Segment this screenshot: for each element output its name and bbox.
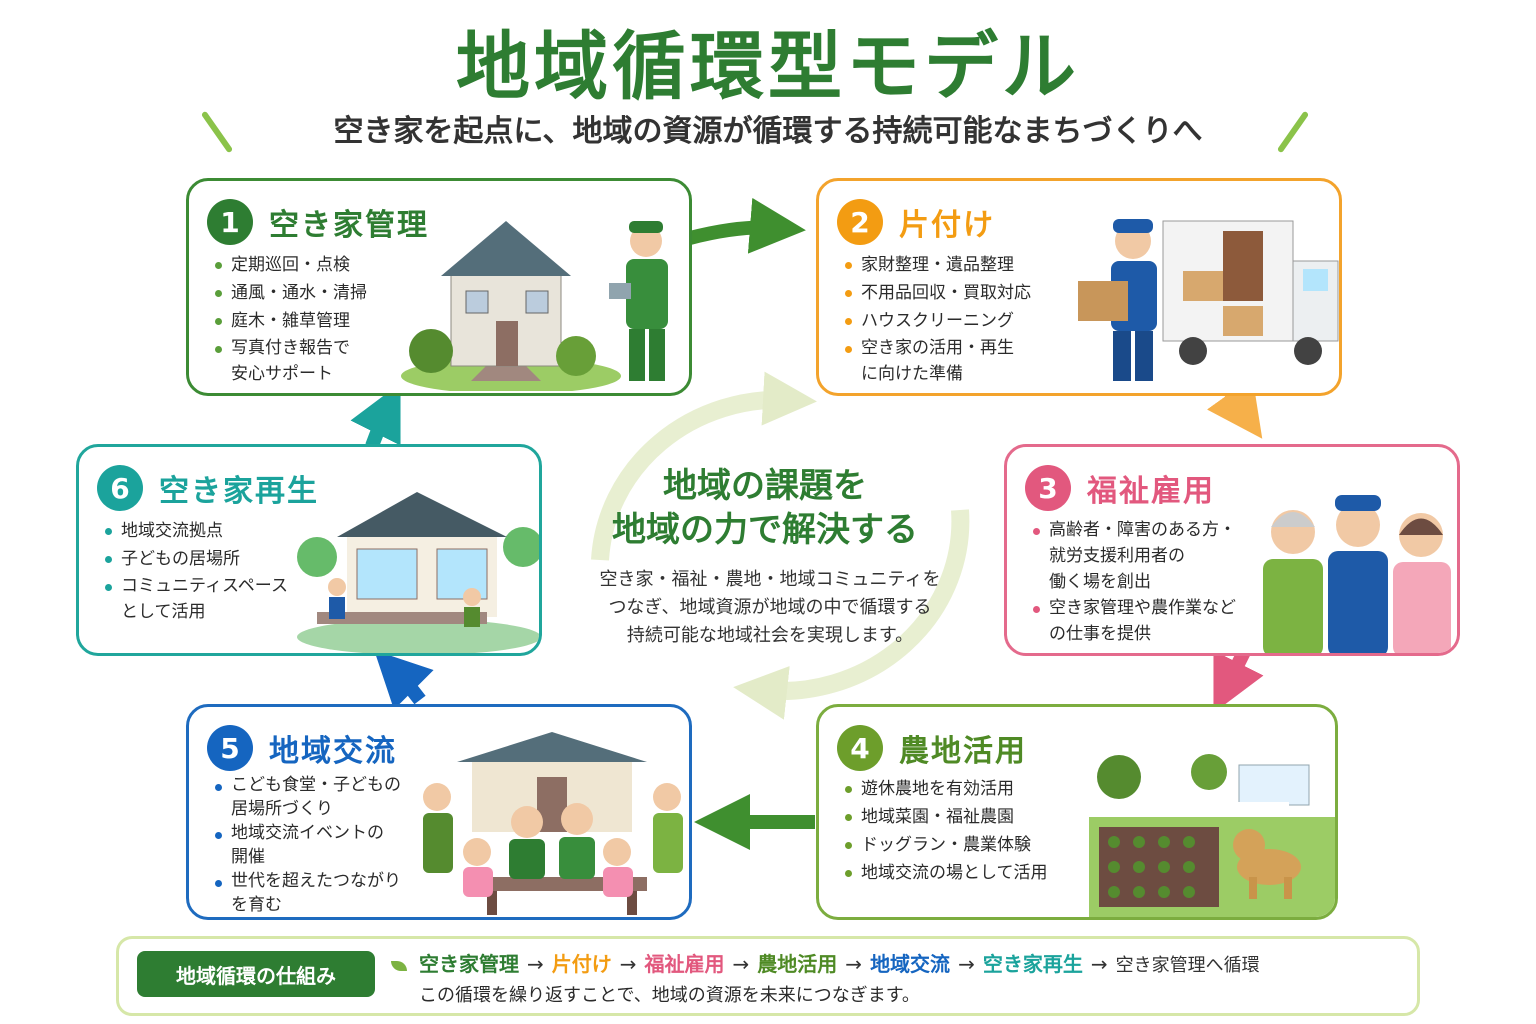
cycle-summary-bar: 地域循環の仕組み 空き家管理 → 片付け → 福祉雇用 → 農地活用 → 地域交流 → 空き家再生 →…: [116, 936, 1420, 1016]
card-title: 空き家再生: [159, 474, 319, 509]
step-number-5: 5: [207, 725, 253, 771]
flow-arrow: →: [619, 952, 637, 976]
step-number-3: 3: [1025, 465, 1071, 511]
card-bullet: 地域交流の場として活用: [843, 859, 1048, 887]
flow-step: 空き家管理: [419, 952, 519, 976]
renovated-house-illustration: [297, 492, 539, 653]
card-bullet: 地域交流拠点: [103, 517, 303, 545]
card-bullet: 世代を超えたつながり を育む: [213, 869, 423, 917]
cycle-summary-label: 地域循環の仕組み: [137, 951, 375, 997]
card-title: 片付け: [899, 208, 995, 243]
step-number-4: 4: [837, 725, 883, 771]
card-bullet: こども食堂・子どもの 居場所づくり: [213, 773, 423, 821]
card-bullet: コミュニティスペース として活用: [103, 573, 303, 625]
farmland-dog-illustration: [1089, 754, 1335, 917]
card-akiya-kanri: 1 空き家管理 定期巡回・点検 通風・通水・清掃 庭木・雑草管理 写真付き報告で…: [186, 178, 692, 396]
card-bullet: 庭木・雑草管理: [213, 307, 367, 335]
flow-step: 農地活用: [757, 952, 838, 976]
flow-step: 片付け: [551, 952, 612, 976]
flow-step: 空き家再生: [982, 952, 1083, 976]
moving-truck-illustration: [1078, 219, 1339, 381]
card-title: 地域交流: [269, 734, 397, 769]
card-title: 農地活用: [899, 734, 1027, 769]
step-number-1: 1: [207, 199, 253, 245]
leaf-icon: [391, 961, 407, 971]
page-subtitle: 空き家を起点に、地域の資源が循環する持続可能なまちづくりへ: [333, 114, 1203, 149]
card-bullet: ドッグラン・農業体験: [843, 831, 1048, 859]
card-akiya-saisei: 6 空き家再生 地域交流拠点 子どもの居場所 コミュニティスペース として活用: [76, 444, 542, 656]
cycle-note: この循環を繰り返すことで、地域の資源を未来につなぎます。: [419, 985, 920, 1006]
center-description: 空き家・福祉・農地・地域コミュニティを つなぎ、地域資源が地域の中で循環する 持…: [599, 569, 941, 646]
card-bullet: 地域菜園・福祉農園: [843, 803, 1048, 831]
step-number-2: 2: [837, 199, 883, 245]
card-bullet: 空き家管理や農作業など の仕事を提供: [1031, 595, 1271, 647]
card-katazuke: 2 片付け 家財整理・遺品整理 不用品回収・買取対応 ハウスクリーニング 空き家…: [816, 178, 1342, 396]
card-bullet: 家財整理・遺品整理: [843, 251, 1031, 279]
card-bullet: 地域交流イベントの 開催: [213, 821, 423, 869]
card-bullet: ハウスクリーニング: [843, 307, 1031, 335]
flow-arrow: →: [845, 952, 863, 976]
flow-step: 地域交流: [870, 952, 951, 976]
card-fukushi-koyou: 3 福祉雇用 高齢者・障害のある方・ 就労支援利用者の 働く場を創出 空き家管理…: [1004, 444, 1460, 656]
center-ring-arc-top: [591, 371, 817, 561]
flow-arrow: →: [527, 952, 544, 976]
card-bullet: 空き家の活用・再生 に向けた準備: [843, 335, 1031, 387]
flow-tail: 空き家管理へ循環: [1115, 955, 1260, 976]
card-chiiki-kouryuu: 5 地域交流 こども食堂・子どもの 居場所づくり 地域交流イベントの 開催 世代…: [186, 704, 692, 920]
card-title: 福祉雇用: [1087, 474, 1215, 509]
flow-arrow: →: [1090, 952, 1108, 976]
card-bullet: 不用品回収・買取対応: [843, 279, 1031, 307]
card-bullet: 通風・通水・清掃: [213, 279, 367, 307]
community-dining-illustration: [423, 732, 683, 915]
card-title: 空き家管理: [269, 208, 429, 243]
flow-step: 福祉雇用: [644, 952, 725, 976]
page-title: 地域循環型モデル: [456, 24, 1080, 110]
card-bullet: 写真付き報告で 安心サポート: [213, 335, 367, 387]
center-ring-arc-bottom: [733, 509, 970, 720]
house-manager-illustration: [401, 221, 668, 391]
card-bullet: 子どもの居場所: [103, 545, 303, 573]
flow-arrow: →: [958, 952, 975, 976]
card-bullet: 遊休農地を有効活用: [843, 775, 1048, 803]
card-bullet: 高齢者・障害のある方・ 就労支援利用者の 働く場を創出: [1031, 517, 1271, 595]
step-number-6: 6: [97, 465, 143, 511]
workers-illustration: [1263, 495, 1451, 653]
center-title: 地域の課題を 地域の力で解決する: [612, 466, 918, 550]
card-nouchi-katsuyou: 4 農地活用 遊休農地を有効活用 地域菜園・福祉農園 ドッグラン・農業体験 地域…: [816, 704, 1338, 920]
cycle-flow-line: 空き家管理 → 片付け → 福祉雇用 → 農地活用 → 地域交流 → 空き家再生 → 空き家管理へ循環: [419, 949, 1260, 981]
card-bullet: 定期巡回・点検: [213, 251, 367, 279]
flow-arrow: →: [732, 952, 750, 976]
